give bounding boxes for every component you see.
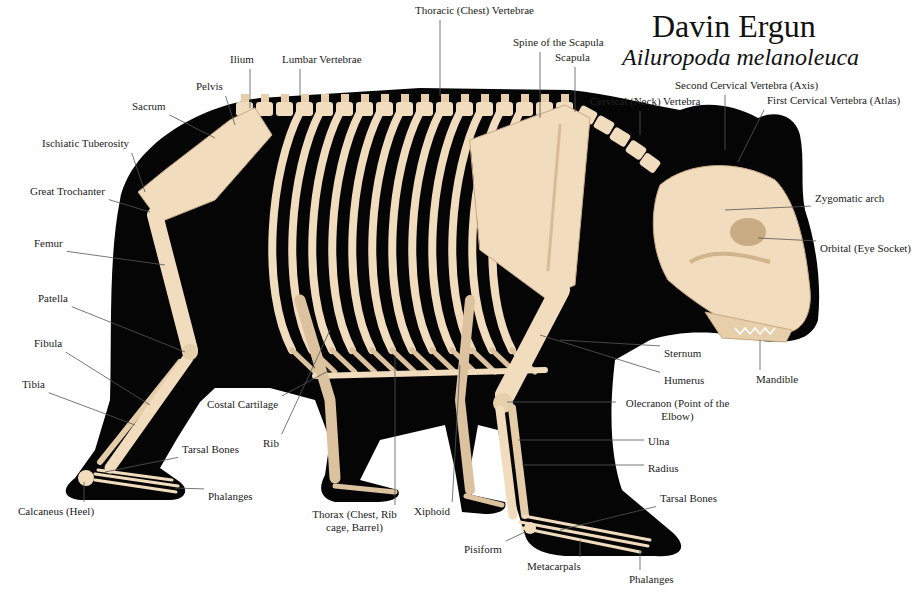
leader-line [109, 200, 150, 212]
part-label: Ulna [648, 435, 669, 448]
leader-line [522, 465, 644, 466]
part-label: Patella [38, 292, 68, 305]
part-label: Zygomatic arch [815, 192, 884, 205]
part-label: Phalanges [208, 490, 253, 503]
part-label: Sacrum [132, 100, 166, 113]
leader-line [440, 20, 441, 96]
leader-line [132, 153, 145, 192]
part-label: Scapula [555, 51, 590, 64]
pelvis-and-hind-legs [78, 108, 395, 492]
leader-line [105, 457, 178, 472]
part-label: Olecranon (Point of the Elbow) [620, 397, 735, 423]
part-label: Tarsal Bones [182, 443, 239, 456]
part-label: Sternum [664, 347, 701, 360]
leader-line [580, 540, 581, 557]
leader-line [395, 355, 396, 505]
leader-line [560, 340, 660, 346]
part-label: Great Trochanter [30, 185, 105, 198]
part-label: Ischiatic Tuberosity [42, 137, 129, 150]
part-label: Cervical (Neck) Vertebra [590, 95, 700, 108]
leader-line [226, 96, 236, 125]
leader-line [169, 115, 215, 138]
part-label: Spine of the Scapula [513, 36, 604, 49]
part-label: Thoracic (Chest) Vertebrae [415, 4, 534, 17]
leader-line [506, 532, 525, 541]
leader-line [84, 482, 85, 502]
part-label: Costal Cartilage [207, 398, 278, 411]
part-label: Xiphoid [414, 505, 450, 518]
leader-line [250, 69, 251, 108]
leader-line [518, 440, 644, 441]
part-label: Thorax (Chest, Rib cage, Barrel) [312, 508, 397, 534]
part-label: Calcaneus (Heel) [18, 505, 94, 518]
leader-line [540, 52, 541, 118]
part-label: Phalanges [629, 573, 674, 586]
part-label: Metacarpals [527, 560, 581, 573]
vertebral-column [235, 94, 575, 116]
leader-line [540, 335, 660, 372]
leader-line [300, 69, 301, 96]
part-label: Lumbar Vertebrae [282, 53, 362, 66]
leader-line [575, 67, 576, 112]
part-label: Ilium [230, 53, 254, 66]
part-label: Second Cervical Vertebra (Axis) [675, 79, 818, 92]
part-label: Radius [648, 462, 679, 475]
leader-line [560, 507, 656, 531]
body-silhouette [66, 88, 819, 556]
leader-line [67, 251, 165, 265]
part-label: Mandible [756, 373, 798, 386]
author-title: Davin Ergun [652, 8, 816, 45]
part-label: First Cervical Vertebra (Atlas) [767, 94, 900, 107]
leader-line [640, 550, 641, 570]
skull [653, 166, 810, 342]
part-label: Orbital (Eye Socket) [820, 242, 911, 255]
leader-line [282, 370, 330, 396]
part-label: Pisiform [464, 543, 502, 556]
leader-line [640, 111, 641, 135]
leader-line [738, 110, 764, 162]
leader-line [72, 307, 185, 352]
leader-line [760, 340, 761, 370]
part-label: Fibula [34, 337, 62, 350]
part-label: Femur [34, 237, 63, 250]
leader-line [725, 206, 811, 210]
part-label: Pelvis [196, 80, 223, 93]
leader-line [66, 352, 150, 405]
shoulder-and-fore-legs [460, 105, 650, 552]
part-label: Humerus [664, 374, 704, 387]
part-label: Tarsal Bones [660, 492, 717, 505]
part-label: Tibia [22, 378, 45, 391]
part-label: Rib [263, 437, 279, 450]
species-name: Ailuropoda melanoleuca [622, 44, 859, 71]
leader-line [507, 402, 616, 403]
cervical-vertebrae [576, 105, 662, 174]
leader-line [725, 95, 726, 150]
leader-line [49, 393, 135, 425]
leader-line [175, 488, 204, 490]
leader-line [282, 330, 330, 434]
leader-line [452, 365, 460, 502]
leader-line [758, 238, 816, 241]
